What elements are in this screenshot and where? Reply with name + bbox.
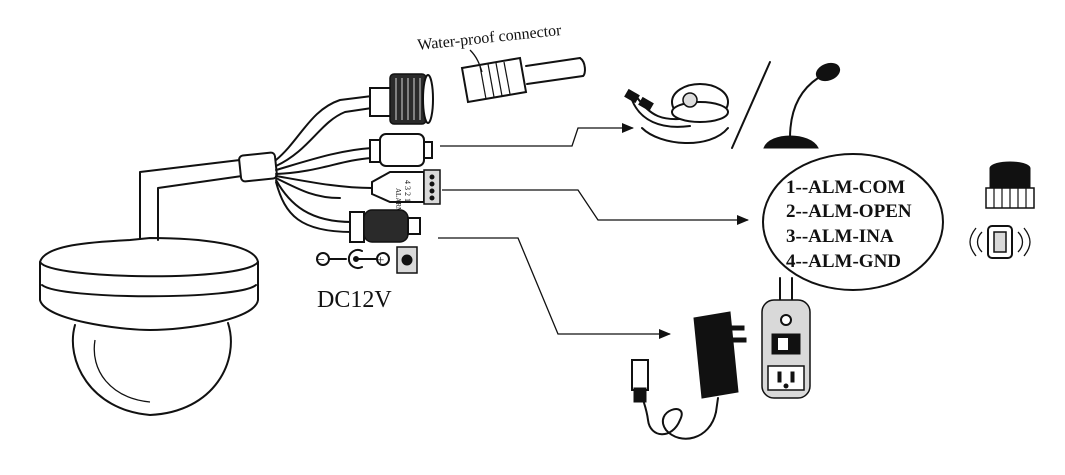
power-adapter [631, 311, 747, 440]
alarm-terminal-block: ALARM 4 3 2 1 [371, 169, 441, 214]
power-label: DC12V [317, 287, 392, 313]
power-outlet [761, 277, 811, 399]
terminal-title: ALARM [394, 188, 402, 214]
alarm-pin-3: 3--ALM-INA [786, 226, 894, 247]
alarm-arrow [442, 189, 749, 225]
alarm-pin-1: 1--ALM-COM [786, 177, 905, 198]
terminal-numbers: 4 3 2 1 [403, 180, 412, 202]
desk-microphone [763, 62, 841, 149]
alarm-pin-list: 1--ALM-COM 2--ALM-OPEN 3--ALM-INA 4--ALM… [786, 177, 912, 272]
audio-arrow [440, 123, 634, 147]
dome-camera [39, 237, 259, 416]
alarm-pin-2: 2--ALM-OPEN [786, 201, 912, 222]
pickup-microphone [624, 83, 729, 145]
or-slash [731, 61, 771, 149]
alarm-pin-bubble [762, 153, 944, 291]
minus-sign: − [317, 253, 325, 268]
dc-power-jack [349, 209, 421, 243]
waterproof-cap [460, 56, 586, 104]
power-arrow [438, 237, 671, 339]
connector-label: Water-proof connector [417, 22, 563, 54]
alarm-light-icon [985, 161, 1035, 209]
cable-trunk [139, 95, 373, 241]
plus-sign: + [377, 252, 384, 267]
waterproof-network-connector [369, 73, 434, 125]
alarm-sensor-icon [969, 225, 1031, 259]
dc-polarity-symbol: − + [316, 246, 418, 274]
connector-pointer [469, 49, 483, 73]
audio-connector [369, 133, 433, 167]
alarm-pin-4: 4--ALM-GND [786, 251, 901, 272]
